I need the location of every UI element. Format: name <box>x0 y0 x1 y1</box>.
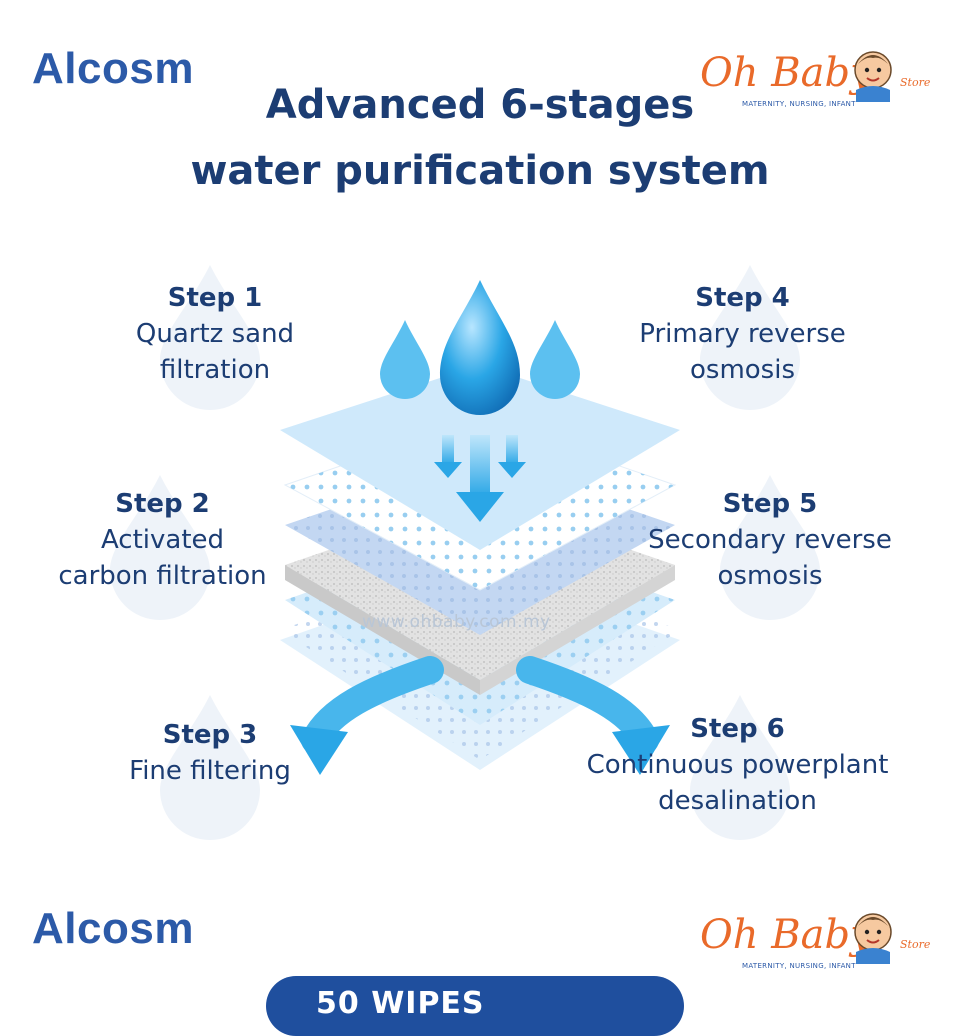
faint-drop-icon <box>700 265 800 410</box>
logo-store-text: Store <box>900 76 931 89</box>
step-4: Step 4 Primary reverse osmosis <box>620 280 865 388</box>
faint-drop-icon <box>110 475 210 620</box>
step-desc-line1: Primary reverse <box>639 319 846 349</box>
ohbaby-logo-top: Oh Baby Store MATERNITY, NURSING, INFANT <box>700 50 930 120</box>
watermark-text: www.ohbaby.com.my <box>362 612 551 632</box>
page-title-line1: Advanced 6-stages <box>265 82 695 128</box>
step-heading: Step 5 <box>722 489 818 519</box>
brand-name-bottom: Alcosm <box>32 904 194 953</box>
faint-drop-icon <box>720 475 820 620</box>
bottom-banner-pill: 50 WIPES <box>266 976 684 1036</box>
baby-face-icon <box>854 913 892 964</box>
brand-name-top: Alcosm <box>32 44 194 93</box>
faint-drop-icon <box>160 265 260 410</box>
step-desc-line2: osmosis <box>689 355 795 385</box>
logo-store-text: Store <box>900 938 931 951</box>
logo-tagline: MATERNITY, NURSING, INFANT <box>742 100 856 108</box>
filter-layers-illustration <box>280 280 680 775</box>
faint-drop-icon <box>690 695 790 840</box>
step-desc-line2: filtration <box>159 355 271 385</box>
step-desc-line1: Continuous powerplant <box>586 750 889 780</box>
step-desc-line2: desalination <box>658 786 817 816</box>
step-5: Step 5 Secondary reverse osmosis <box>625 486 915 594</box>
step-1: Step 1 Quartz sand filtration <box>110 280 320 388</box>
step-6: Step 6 Continuous powerplant desalinatio… <box>560 711 915 819</box>
step-desc-line1: Quartz sand <box>135 319 295 349</box>
step-desc-line2: osmosis <box>717 561 823 591</box>
logo-text: Oh Baby <box>700 912 873 958</box>
step-heading: Step 2 <box>115 489 210 519</box>
step-2: Step 2 Activated carbon filtration <box>40 486 285 594</box>
step-desc-line2: carbon filtration <box>58 561 267 591</box>
logo-tagline: MATERNITY, NURSING, INFANT <box>742 962 856 970</box>
step-desc-line1: Activated <box>100 525 225 555</box>
step-heading: Step 3 <box>162 720 258 750</box>
step-desc-line1: Secondary reverse <box>648 525 892 555</box>
step-heading: Step 4 <box>695 283 790 313</box>
step-desc-line1: Fine filtering <box>129 756 291 786</box>
page-title-line2: water purification system <box>190 148 770 194</box>
bottom-banner-text: 50 WIPES <box>316 986 485 1021</box>
step-heading: Step 1 <box>167 283 263 313</box>
faint-drop-icon <box>160 695 260 840</box>
baby-face-icon <box>854 51 892 102</box>
ohbaby-logo-bottom: Oh Baby Store MATERNITY, NURSING, INFANT <box>700 912 930 982</box>
step-heading: Step 6 <box>690 714 785 744</box>
logo-text: Oh Baby <box>700 50 873 96</box>
step-3: Step 3 Fine filtering <box>110 717 310 789</box>
